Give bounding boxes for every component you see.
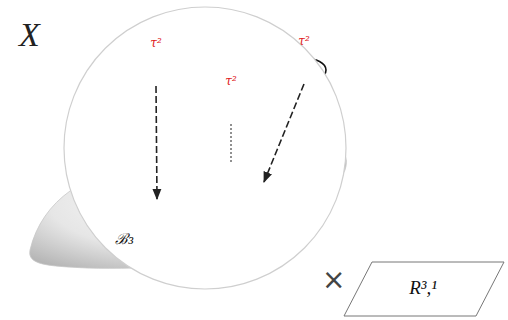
product-symbol: × [322, 266, 345, 294]
spacetime-label: R³,¹ [409, 277, 437, 299]
total-space-circle: τ²τ²τ²ℬ₃X [63, 6, 347, 290]
space-label: X [19, 18, 40, 52]
circle-outline [63, 6, 347, 290]
base-label: ℬ₃ [115, 228, 134, 248]
minkowski-plane: R³,¹ [340, 258, 506, 318]
fiber-label: τ² [278, 32, 330, 50]
fiber-label: τ² [205, 72, 257, 90]
fiber-label: τ² [130, 34, 182, 52]
